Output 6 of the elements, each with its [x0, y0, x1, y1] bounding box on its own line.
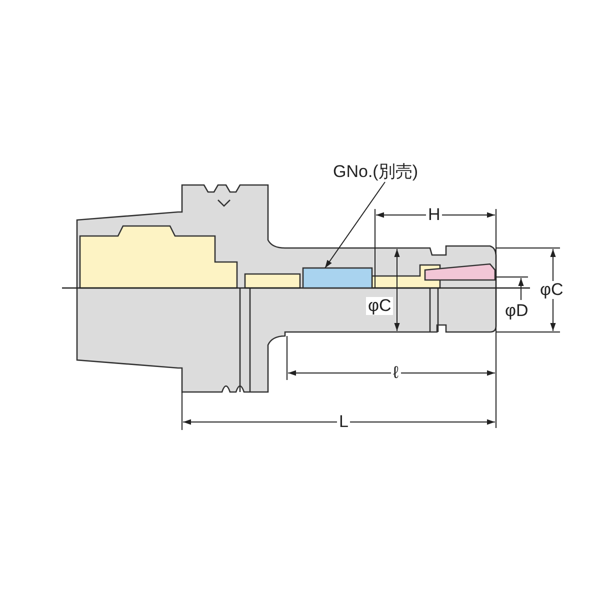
- dimension-label: φC: [366, 297, 394, 315]
- gauge-part: [302, 267, 373, 289]
- dimension-label: φC: [538, 281, 566, 299]
- dimension-label: φD: [503, 302, 530, 320]
- part-label: GNo.(別売): [333, 163, 418, 181]
- leader-line: [324, 182, 386, 268]
